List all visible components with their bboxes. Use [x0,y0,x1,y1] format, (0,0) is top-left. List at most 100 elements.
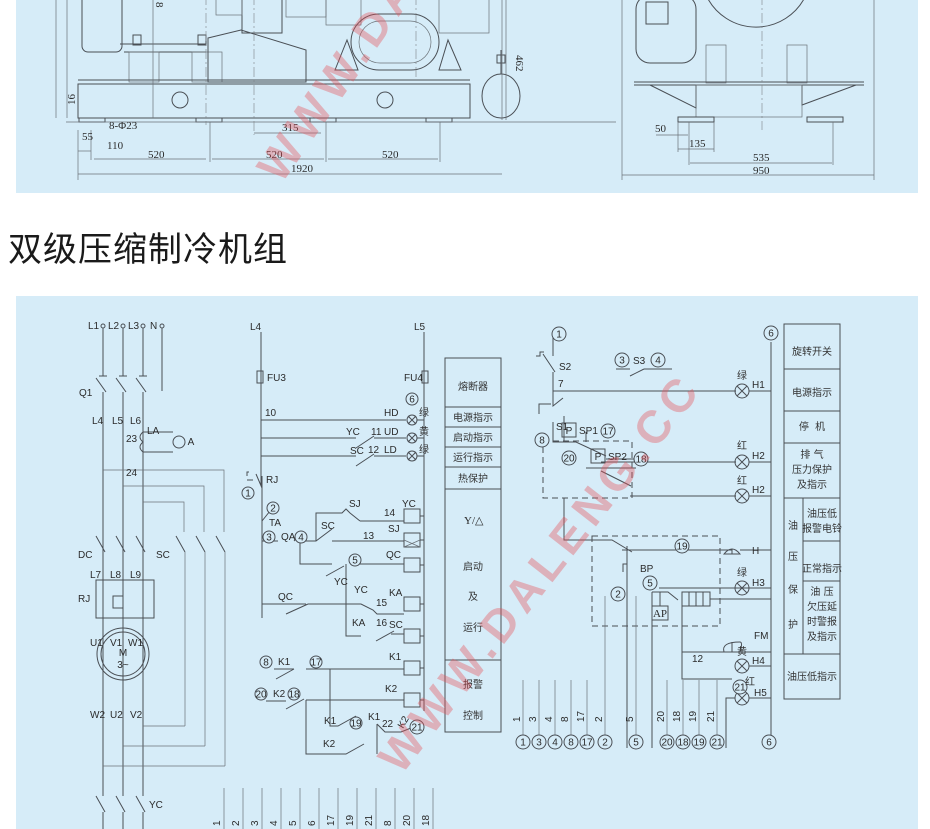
label-LD: LD [384,445,397,456]
terminal-node [563,734,579,750]
terminal-node [597,734,613,750]
label-SC-contact-2: SC [321,521,335,532]
label-KA-contact: KA [352,618,366,629]
legend-oil-low-indicator: 油压低指示 [787,670,837,683]
prot-node-20: 20 [563,454,575,465]
electrical-schematic: L1 L2 L3 N Q1 L4 L5 L6 LA A 23 24 DC SC … [78,321,842,829]
legend-normal: 正常指示 [802,562,842,575]
wire-7: 7 [558,379,564,390]
label-K2-c: K2 [323,739,336,750]
terminal-label: 6 [307,820,318,826]
legend-oil-delay-4: 及指示 [807,630,837,643]
label-L5: L5 [112,416,124,427]
node-8: 8 [263,658,269,669]
label-YC: YC [149,800,163,811]
label-QA: QA [281,532,296,543]
wire-12: 12 [368,445,380,456]
terminal-node-label: 17 [581,738,593,749]
coil-YC: YC [402,499,416,510]
legend-power-indicator: 电源指示 [792,386,832,399]
label-L3: L3 [128,321,140,332]
side-dimensions [55,0,507,180]
label-K1-c: K1 [368,712,381,723]
legend-oil-3: 保 [788,583,798,596]
label-L9: L9 [130,570,142,581]
coil-KA: KA [389,588,403,599]
coil-QC: QC [386,550,401,561]
coil-K1: K1 [389,652,402,663]
wire-23: 23 [126,434,138,445]
wire-24: 24 [126,468,138,479]
terminal-label: 19 [345,814,356,826]
schematic-panel: L1 L2 L3 N Q1 L4 L5 L6 LA A 23 24 DC SC … [16,296,918,829]
label-QC-contact: QC [278,592,293,603]
label-SP1: SP1 [579,426,598,437]
terminal-node-label: 18 [677,738,689,749]
node-20: 20 [255,690,267,701]
base-frame [66,79,616,123]
label-H4: H4 [752,656,765,667]
legend-run: 运行 [463,621,483,634]
legend-discharge-1: 排 气 [800,448,823,461]
node-1: 1 [245,489,251,500]
terminal-wire-label: 2 [594,716,605,722]
dimension-drawing-panel: 8-Φ23 55 110 520 520 520 315 1920 16 462… [16,0,918,193]
prot-node-17: 17 [602,427,614,438]
dim-8: 8 [153,2,165,8]
lamp-H1 [734,383,750,399]
terminal-label: 17 [326,814,337,826]
wire-15: 15 [376,598,388,609]
dim-110: 110 [107,140,124,152]
terminal-wire-label: 19 [688,710,699,722]
terminal-node [579,734,595,750]
control-labels: L4 L5 FU3 FU4 6 10 HD 绿 YC 11 UD 黄 SC 12… [241,322,429,750]
label-RJ: RJ [78,594,90,605]
center-lines [205,0,417,135]
label-RJ-contact: RJ [266,475,278,486]
label-H2-a: H2 [752,451,765,462]
terminal-node [675,734,691,750]
compressor-outline [207,0,362,83]
label-FU4: FU4 [404,373,423,384]
dim-535: 535 [753,152,770,164]
legend-oil-delay-2: 欠压延 [807,600,837,613]
label-SP2: SP2 [608,452,627,463]
watermark-top: WWW.DALENG.CC [247,0,572,191]
terminal-node [761,734,777,750]
wire-16: 16 [376,618,388,629]
dim-520-a: 520 [148,149,165,161]
terminal-node-label: 3 [536,738,542,749]
legend-control: 控制 [463,709,483,722]
power-labels: L1 L2 L3 N Q1 L4 L5 L6 LA A 23 24 DC SC … [78,321,195,811]
color-H2-a: 红 [737,439,747,452]
label-L1: L1 [88,321,100,332]
label-HD: HD [384,408,398,419]
legend-star-delta: Y/△ [464,515,484,527]
prot-node-8: 8 [539,436,545,447]
label-K2: K2 [273,689,286,700]
label-DC: DC [78,550,92,561]
terminal-node-label: 8 [568,738,574,749]
label-L8: L8 [110,570,122,581]
legend-stop: 停 机 [799,420,825,433]
prot-node-19: 19 [676,542,688,553]
lamp-H2-b [734,488,750,504]
terminal-wire-label: 1 [512,716,523,722]
node-3: 3 [266,533,272,544]
dim-315: 315 [282,122,299,134]
terminal-label: 20 [402,814,413,826]
wire-12-prot: 12 [692,654,704,665]
motor-outline [81,0,223,83]
terminal-wire-label: 3 [528,716,539,722]
label-AP: AP [653,608,667,620]
legend-power-ind: 电源指示 [453,411,493,424]
label-Q1: Q1 [79,388,93,399]
prot-node-21: 21 [734,683,746,694]
legend-start: 启动 [463,560,483,573]
terminal-wire-label: 4 [544,716,555,722]
prot-node-1: 1 [556,330,562,341]
dim-950: 950 [753,165,770,177]
legend-run-ind: 运行指示 [453,451,493,464]
